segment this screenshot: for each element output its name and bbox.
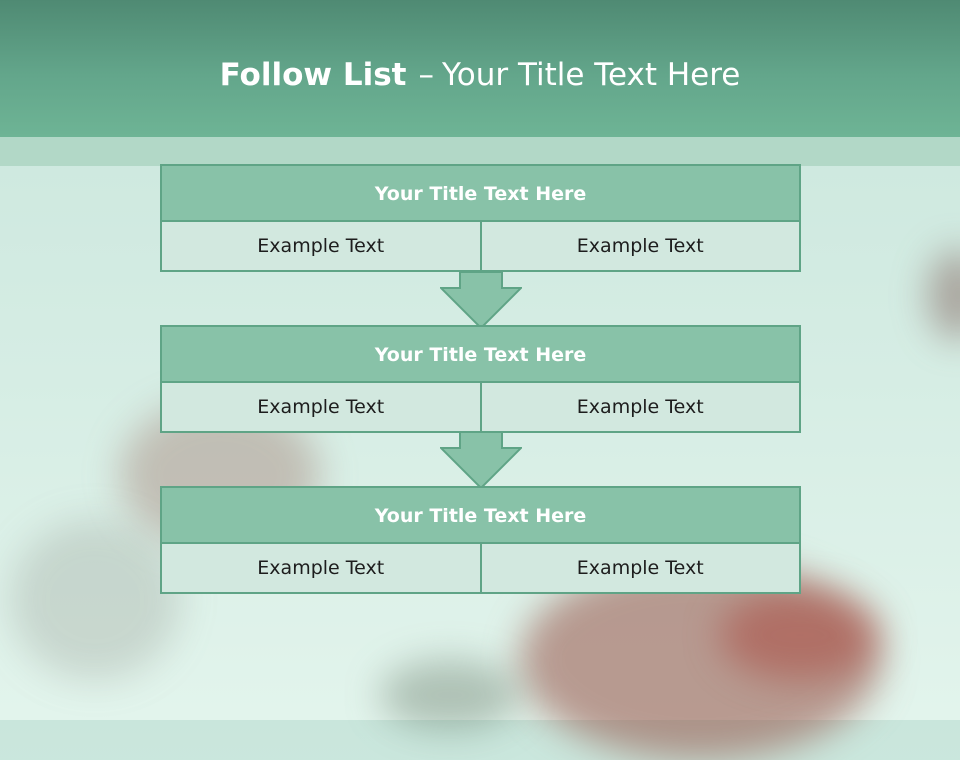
background-leaf	[10, 520, 180, 680]
slide-title: Follow List–Your Title Text Here	[0, 52, 960, 98]
slide-title-main: Follow List	[219, 57, 407, 93]
block-cell-right: Example Text	[479, 383, 799, 431]
background-petal	[928, 250, 960, 340]
down-arrow-icon	[440, 272, 522, 330]
list-block-3: Your Title Text Here Example Text Exampl…	[160, 486, 801, 594]
block-cell-left: Example Text	[162, 383, 480, 431]
slide-title-separator: –	[418, 57, 434, 93]
block-row: Example Text Example Text	[162, 544, 799, 592]
block-cell-left: Example Text	[162, 222, 480, 270]
block-title: Your Title Text Here	[162, 327, 799, 383]
down-arrow-icon	[440, 432, 522, 490]
block-row: Example Text Example Text	[162, 383, 799, 431]
block-cell-left: Example Text	[162, 544, 480, 592]
block-title: Your Title Text Here	[162, 166, 799, 222]
header-bar	[0, 0, 960, 137]
list-block-1: Your Title Text Here Example Text Exampl…	[160, 164, 801, 272]
header-band	[0, 137, 960, 166]
list-block-2: Your Title Text Here Example Text Exampl…	[160, 325, 801, 433]
background-leaf	[380, 660, 520, 730]
block-row: Example Text Example Text	[162, 222, 799, 270]
block-title: Your Title Text Here	[162, 488, 799, 544]
block-cell-right: Example Text	[479, 222, 799, 270]
slide-title-rest: Your Title Text Here	[441, 57, 741, 93]
block-cell-right: Example Text	[479, 544, 799, 592]
background-flower	[720, 590, 880, 680]
